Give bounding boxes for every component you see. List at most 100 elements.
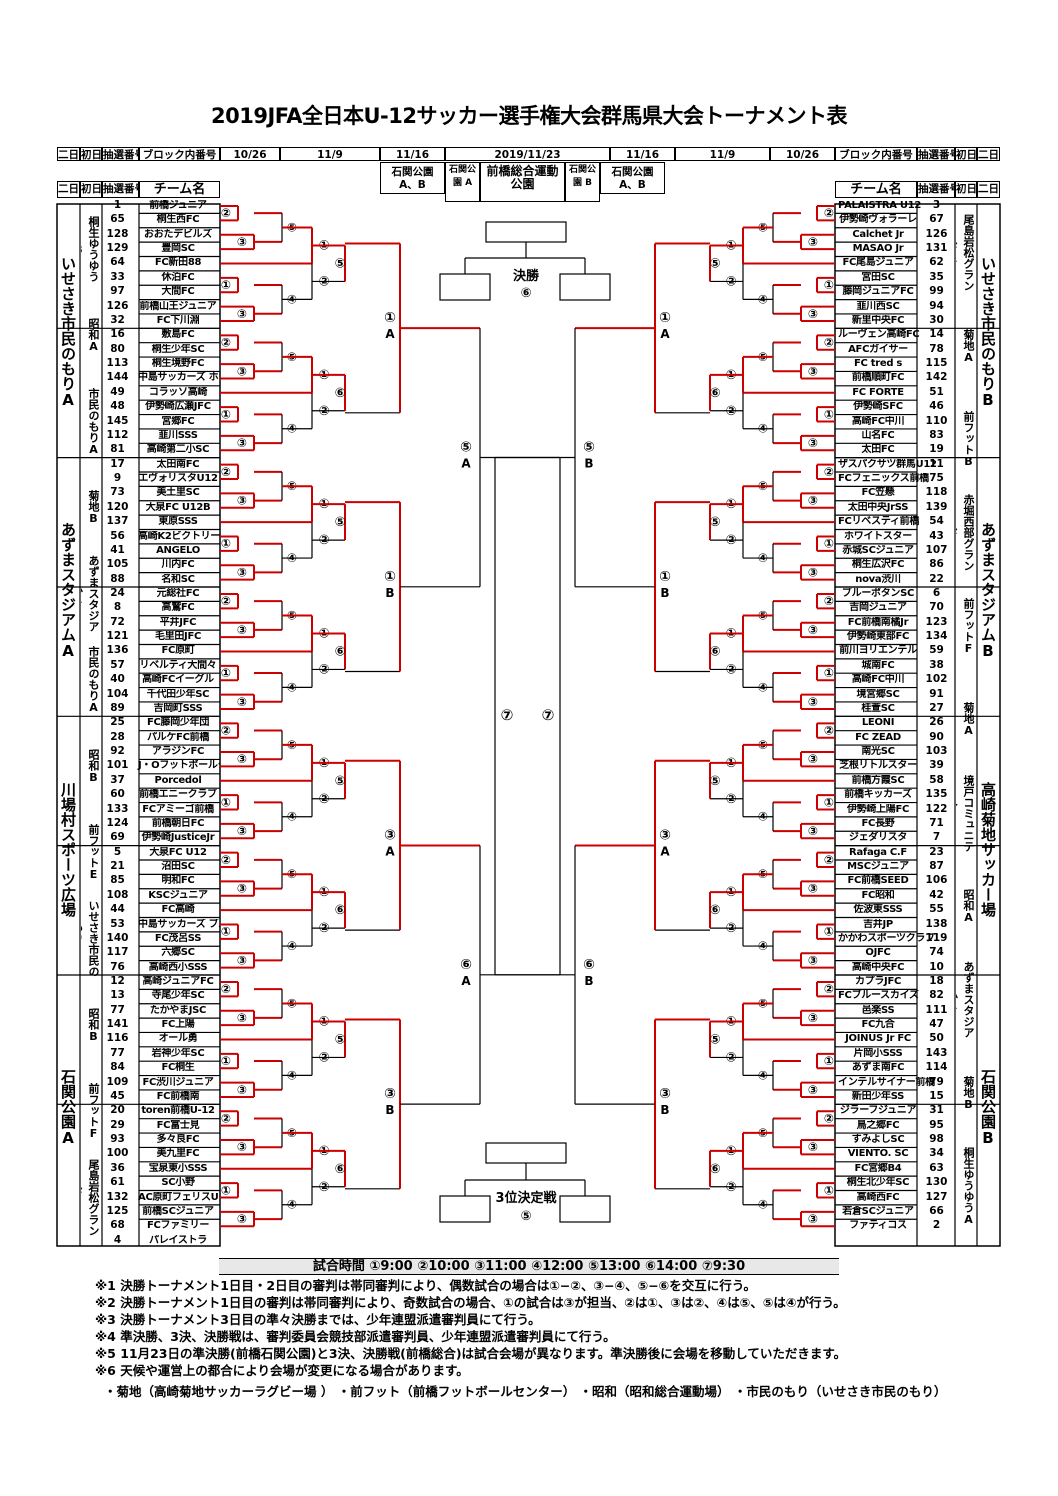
team-name: FCファミリー (146, 1220, 210, 1232)
match-number: ⑥ (709, 903, 720, 918)
header-cell: ブロック内番号 (835, 147, 917, 161)
team-number: 118 (925, 487, 948, 499)
team-name: リベルティ大間々 (139, 659, 217, 671)
match-number: ① (221, 278, 231, 292)
match-number: ⑥ (334, 1162, 345, 1177)
team-number: 28 (110, 731, 125, 743)
match-number: ③ (384, 827, 396, 843)
match-number: ① (221, 537, 231, 551)
third-contender-box (439, 1195, 491, 1223)
block-label-right: 尾島岩松グランドA (956, 214, 975, 292)
block-label-left: 尾島岩松グランドB (81, 1159, 100, 1237)
team-number: 49 (110, 386, 125, 398)
header-date: 11/16 (610, 147, 675, 161)
header-date: 11/9 (675, 147, 770, 161)
match-number: ③ (237, 1212, 247, 1226)
match-number: ② (221, 206, 231, 220)
team-number: 120 (106, 501, 129, 513)
team-name: 太田南FC (156, 458, 200, 470)
team-number: 29 (110, 1119, 125, 1131)
team-name: 六郷SC (161, 947, 195, 959)
team-name: すみよしSC (851, 1134, 905, 1146)
header-cell: 抽選番号 (102, 181, 139, 198)
team-name: 宮郷FC (161, 415, 195, 427)
team-number: 108 (106, 889, 129, 901)
team-number: 8 (113, 602, 122, 614)
block-label-left: 菊地B (87, 490, 100, 526)
team-name: FC笠懸 (861, 487, 895, 499)
team-name: 鳥之郷FC (856, 1119, 900, 1131)
match-number: ⑦ (501, 706, 514, 724)
team-number: 10 (929, 961, 944, 973)
team-name: FCアミーゴ前橋 (142, 803, 214, 815)
team-name: 平井JFC (159, 616, 197, 628)
match-number: ② (824, 1111, 834, 1125)
team-number: 100 (106, 1148, 129, 1160)
team-number: 111 (925, 1004, 948, 1016)
team-number: 7 (932, 832, 941, 844)
team-number: 70 (929, 602, 944, 614)
match-number: ③ (808, 1212, 818, 1226)
team-number: 50 (929, 1033, 944, 1045)
match-number: ③ (808, 752, 818, 766)
match-number: ③ (237, 752, 247, 766)
team-name: 前橋方霞SC (851, 774, 905, 786)
match-number: ① (384, 310, 396, 326)
match-number: ① (221, 795, 231, 809)
team-name: 毛里田JFC (154, 631, 202, 643)
team-number: 20 (110, 1105, 125, 1117)
team-number: 131 (925, 243, 948, 255)
match-number: ③ (808, 1083, 818, 1097)
team-name: FCリベスティ前橋 (838, 516, 920, 528)
team-number: 133 (106, 803, 129, 815)
match-number: ③ (808, 494, 818, 508)
team-name: FC尾島ジュニア (842, 257, 914, 269)
match-block: B (584, 456, 593, 470)
match-number: ③ (808, 565, 818, 579)
team-number: 136 (106, 645, 129, 657)
match-number: ① (221, 1183, 231, 1197)
block-label-right: 前フットB (962, 410, 975, 468)
match-number: ① (824, 1183, 834, 1197)
team-number: 129 (106, 243, 129, 255)
note: ※2 決勝トーナメント1日目の審判は帯同審判により、奇数試合の場合、①の試合は③… (95, 1295, 846, 1310)
match-number: ② (221, 853, 231, 867)
team-name: PALAISTRA U12 (838, 200, 922, 211)
team-number: 41 (110, 544, 125, 556)
team-name-header: チーム名 (139, 181, 220, 198)
block-label-right: 菊地A (962, 702, 975, 738)
team-number: 76 (110, 961, 125, 973)
team-number: 139 (925, 501, 948, 513)
team-name: かかわスポーツクラブ (838, 932, 935, 944)
team-number: 142 (925, 372, 948, 384)
